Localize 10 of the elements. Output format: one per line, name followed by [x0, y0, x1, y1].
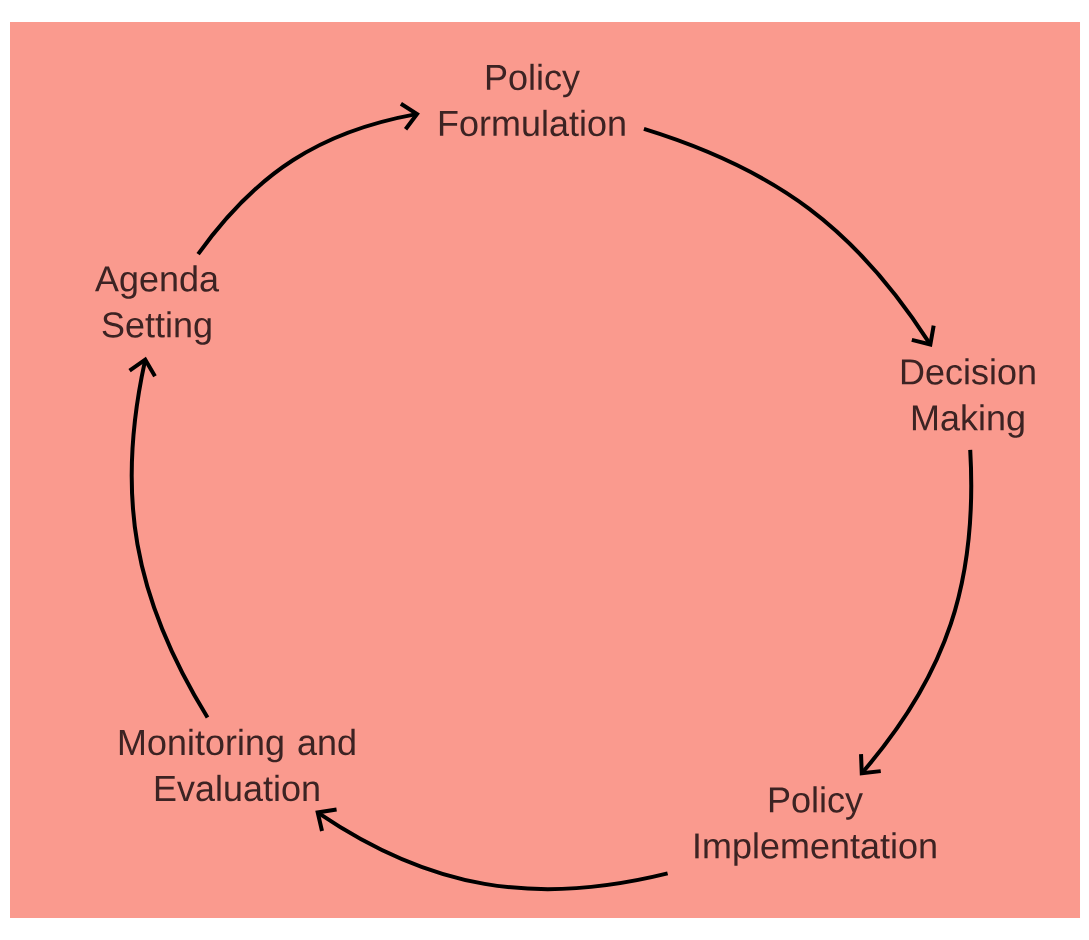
arrow: [859, 449, 974, 776]
arrow: [643, 127, 936, 347]
arrow: [128, 356, 210, 719]
arrow: [315, 807, 669, 892]
step-label: Decision Making: [901, 358, 1035, 438]
step-label: Policy Formulation: [439, 63, 625, 137]
step-label: Agenda Setting: [95, 265, 220, 345]
arrow: [196, 102, 420, 256]
step-label: Policy Implementation: [695, 786, 936, 866]
step-label: Monitoring and Evaluation: [119, 728, 355, 802]
